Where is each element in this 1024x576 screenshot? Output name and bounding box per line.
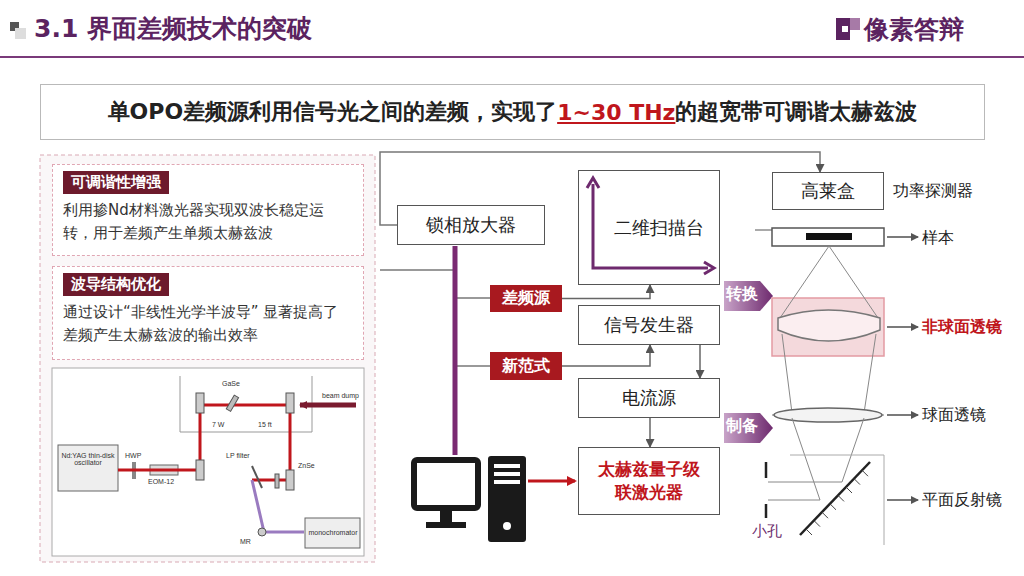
connector xyxy=(562,345,650,366)
node-text: 的超宽带可调谐太赫兹波 xyxy=(675,97,917,127)
computer-icon xyxy=(414,456,526,542)
part-label: 非球面透镜 xyxy=(922,317,1002,338)
part-label: 样本 xyxy=(922,228,954,249)
transfer-arrow xyxy=(724,413,773,443)
feature-card: 波导结构优化通过设计“非线性光学半波导” 显著提高了差频产生太赫兹波的输出效率 xyxy=(52,266,364,360)
node-text: 单OPO差频源利用信号光之间的差频，实现了 xyxy=(108,97,558,127)
instrument-box: 锁相放大器 xyxy=(397,205,545,245)
part-label: LP filter xyxy=(226,452,250,459)
node-text: 电流源 xyxy=(622,386,676,410)
part-label: ZnSe xyxy=(298,462,315,469)
part-label: 15 ft xyxy=(258,421,272,428)
card-heading: 波导结构优化 xyxy=(63,273,169,296)
optical-path xyxy=(755,228,884,545)
laser-box: 太赫兹量子级联激光器 xyxy=(578,447,720,515)
node-text: 信号发生器 xyxy=(604,313,694,337)
node-text: 太赫兹量子级联激光器 xyxy=(593,458,705,504)
tag-box: 差频源 xyxy=(490,285,562,312)
logo-text: 像素答辩 xyxy=(864,13,964,46)
connector xyxy=(562,285,650,299)
part-label: GaSe xyxy=(222,380,240,387)
tag-box: 新范式 xyxy=(490,352,562,380)
node-text: 新范式 xyxy=(502,356,550,377)
node-text: 差频源 xyxy=(502,288,550,309)
left-panel xyxy=(40,155,375,562)
wiring xyxy=(380,246,575,481)
setup-schematic xyxy=(58,376,360,548)
part-label: beam dump xyxy=(322,392,359,399)
card-heading: 可调谐性增强 xyxy=(63,171,169,194)
connector xyxy=(649,418,651,447)
scan-axes xyxy=(587,178,714,274)
slide-title: 3.1 界面差频技术的突破 xyxy=(34,12,312,45)
leader-lines xyxy=(887,237,918,500)
function-label: 功率探测器 xyxy=(893,181,973,202)
part-label: 球面透镜 xyxy=(922,405,986,426)
card-body: 利用掺Nd材料激光器实现双波长稳定运转，用于差频产生单频太赫兹波 xyxy=(63,199,353,244)
part-label: monochromator xyxy=(308,529,358,536)
card-body: 通过设计“非线性光学半波导” 显著提高了差频产生太赫兹波的输出效率 xyxy=(63,301,353,346)
node-text: 锁相放大器 xyxy=(426,213,516,237)
arrow-label: 转换 xyxy=(724,284,760,305)
detector-box: 高莱盒 xyxy=(772,172,884,210)
feature-card: 可调谐性增强利用掺Nd材料激光器实现双波长稳定运转，用于差频产生单频太赫兹波 xyxy=(52,164,364,256)
part-label: 7 W xyxy=(212,421,224,428)
part-label: Nd:YAG thin-disk oscillator xyxy=(59,452,117,466)
part-label: EOM-12 xyxy=(148,478,174,485)
part-label: MR xyxy=(240,538,251,545)
part-label: 平面反射镜 xyxy=(922,490,1002,511)
node-text: 二维扫描台 xyxy=(614,216,704,240)
node-text: 1~30 THz xyxy=(557,100,675,125)
node-text: 高莱盒 xyxy=(801,179,855,203)
hatching xyxy=(806,470,868,535)
part-label: HWP xyxy=(125,452,141,459)
connector xyxy=(699,345,701,378)
instrument-box: 信号发生器 xyxy=(578,305,720,345)
instrument-box: 电流源 xyxy=(578,378,720,418)
part-label: 小孔 xyxy=(752,522,782,541)
headline-box: 单OPO差频源利用信号光之间的差频，实现了1~30 THz的超宽带可调谐太赫兹波 xyxy=(40,84,985,140)
transfer-arrow xyxy=(724,281,773,311)
instrument-box: 二维扫描台 xyxy=(578,170,720,285)
arrow-label: 制备 xyxy=(724,416,760,437)
figure-frame xyxy=(52,368,364,556)
